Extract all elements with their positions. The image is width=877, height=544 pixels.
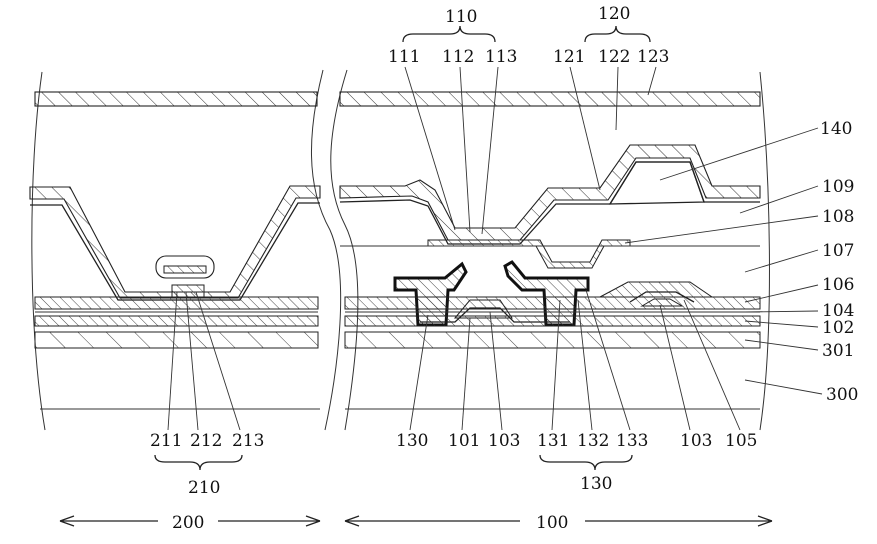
left-panel-right-edge [310,69,342,431]
bump-103-105 [599,281,714,298]
source-electrode [393,261,468,327]
anode-108 [427,239,631,269]
leader-112 [459,66,471,233]
layer-301-left [34,331,319,349]
leader-107 [744,249,819,273]
leader-211 [167,291,178,431]
brace-120 [584,25,651,43]
label-112: 112 [442,47,474,67]
leader-133 [585,289,631,431]
leader-123 [647,66,657,96]
label-301: 301 [822,341,854,361]
layer-102-right [344,315,761,327]
right-panel [330,69,770,431]
leader-102 [744,320,819,328]
leader-132 [577,299,593,431]
label-102: 102 [822,318,854,338]
leader-140 [659,127,819,181]
label-110: 110 [445,7,477,27]
label-133: 133 [616,431,648,451]
label-140: 140 [820,119,852,139]
left-panel-left-edge [31,71,46,431]
trench-layer-left [29,185,321,299]
label-106: 106 [822,275,854,295]
label-212: 212 [190,431,222,451]
bank-140 [608,161,705,205]
brace-210 [154,454,243,471]
element-210-electrode [163,265,207,274]
right-panel-right-edge [759,71,770,431]
region-200-arrow: 200 [59,513,321,533]
layer-301-right [344,331,761,349]
leader-113 [481,66,499,235]
leader-121 [569,66,601,191]
label-100: 100 [536,513,568,533]
label-113: 113 [485,47,517,67]
label-132: 132 [577,431,609,451]
leader-106 [744,284,819,303]
top-layer-right [339,91,761,107]
layer-106-right [344,296,761,310]
label-123: 123 [637,47,669,67]
left-panel [29,69,342,431]
label-120: 120 [598,4,630,24]
label-101: 101 [448,431,480,451]
right-panel-left-edge [330,69,359,431]
label-122: 122 [598,47,630,67]
leader-131 [551,299,561,431]
layer-102-left [34,315,319,327]
leader-122 [615,66,619,131]
cathode-layer-right [339,144,761,241]
label-130-bottom: 130 [580,474,612,494]
leader-108 [624,215,819,244]
label-109: 109 [822,177,854,197]
leader-101 [461,317,471,431]
brace-130 [539,454,633,471]
label-111: 111 [388,47,420,67]
label-130-left: 130 [396,431,428,451]
leader-213 [195,291,241,431]
leader-109 [739,185,819,214]
leader-111 [404,66,456,231]
label-105: 105 [725,431,757,451]
label-107: 107 [822,241,854,261]
label-121: 121 [553,47,585,67]
label-213: 213 [232,431,264,451]
leader-300 [744,379,823,395]
label-131: 131 [537,431,569,451]
region-100-arrow: 100 [344,513,773,533]
label-103-right: 103 [680,431,712,451]
top-layer-left [34,91,318,107]
label-103-left: 103 [488,431,520,451]
label-210: 210 [188,478,220,498]
leader-104 [744,310,819,313]
label-108: 108 [822,207,854,227]
leader-103-right [659,304,691,431]
label-300: 300 [826,385,858,405]
leader-103-left [489,311,503,431]
leader-212 [185,291,199,431]
label-104: 104 [822,301,854,321]
leader-301 [744,339,819,351]
brace-110 [402,25,496,43]
leader-130-left [409,314,429,431]
leader-105 [683,299,741,431]
label-200: 200 [172,513,204,533]
label-211: 211 [150,431,182,451]
